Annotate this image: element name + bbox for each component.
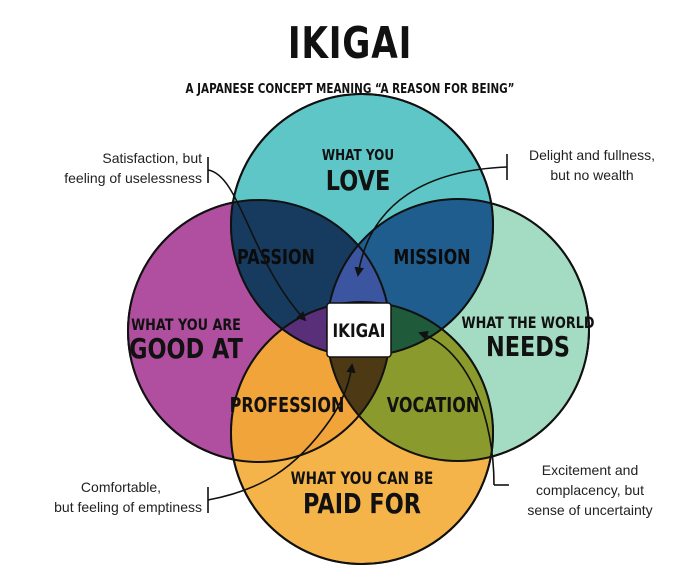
profession-label: PROFESSION [230,394,345,417]
note-bottom-left: Comfortable, but feeling of emptiness [20,477,202,517]
note-bottom-left-line2: but feeling of emptiness [54,499,202,515]
note-top-right-line1: Delight and fullness, [528,147,656,163]
arrow-bottom-right [418,330,495,486]
note-bottom-right-line1: Excitement and [541,462,639,478]
ikigai-center-box [326,302,392,358]
good-at-label-line1: WHAT YOU ARE [131,317,241,335]
page-title: IKIGAI [287,18,413,69]
paid-for-label-line2: PAID FOR [303,486,421,519]
ikigai-center-label: IKIGAI [333,320,386,342]
note-top-left-line1: Satisfaction, but [102,150,202,166]
note-top-right-line2: but no wealth [550,167,634,183]
page-subtitle: A JAPANESE CONCEPT MEANING “A REASON FOR… [185,82,515,97]
love-label-line1: WHAT YOU [322,147,394,165]
world-needs-label-line1: WHAT THE WORLD [461,315,594,333]
note-bottom-left-line1: Comfortable, [80,479,162,495]
paid-for-label-line1: WHAT YOU CAN BE [291,469,434,489]
arrow-top-left [207,169,307,322]
arrow-top-right [354,166,508,277]
good-at-label-line2: GOOD AT [129,331,243,364]
note-bottom-right: Excitement and complacency, but sense of… [505,460,675,520]
passion-label: PASSION [237,246,315,269]
vocation-label: VOCATION [387,394,479,417]
note-top-right: Delight and fullness, but no wealth [512,145,672,185]
note-top-left: Satisfaction, but feeling of uselessness [30,148,202,188]
note-bottom-right-line2: complacency, but [536,482,644,498]
note-top-left-line2: feeling of uselessness [64,170,202,186]
arrow-bottom-left [207,363,356,501]
note-bottom-right-line3: sense of uncertainty [527,502,653,518]
love-label-line2: LOVE [326,163,391,196]
mission-label: MISSION [393,246,470,269]
connector-arrows [207,154,509,513]
world-needs-label-line2: NEEDS [486,329,570,362]
